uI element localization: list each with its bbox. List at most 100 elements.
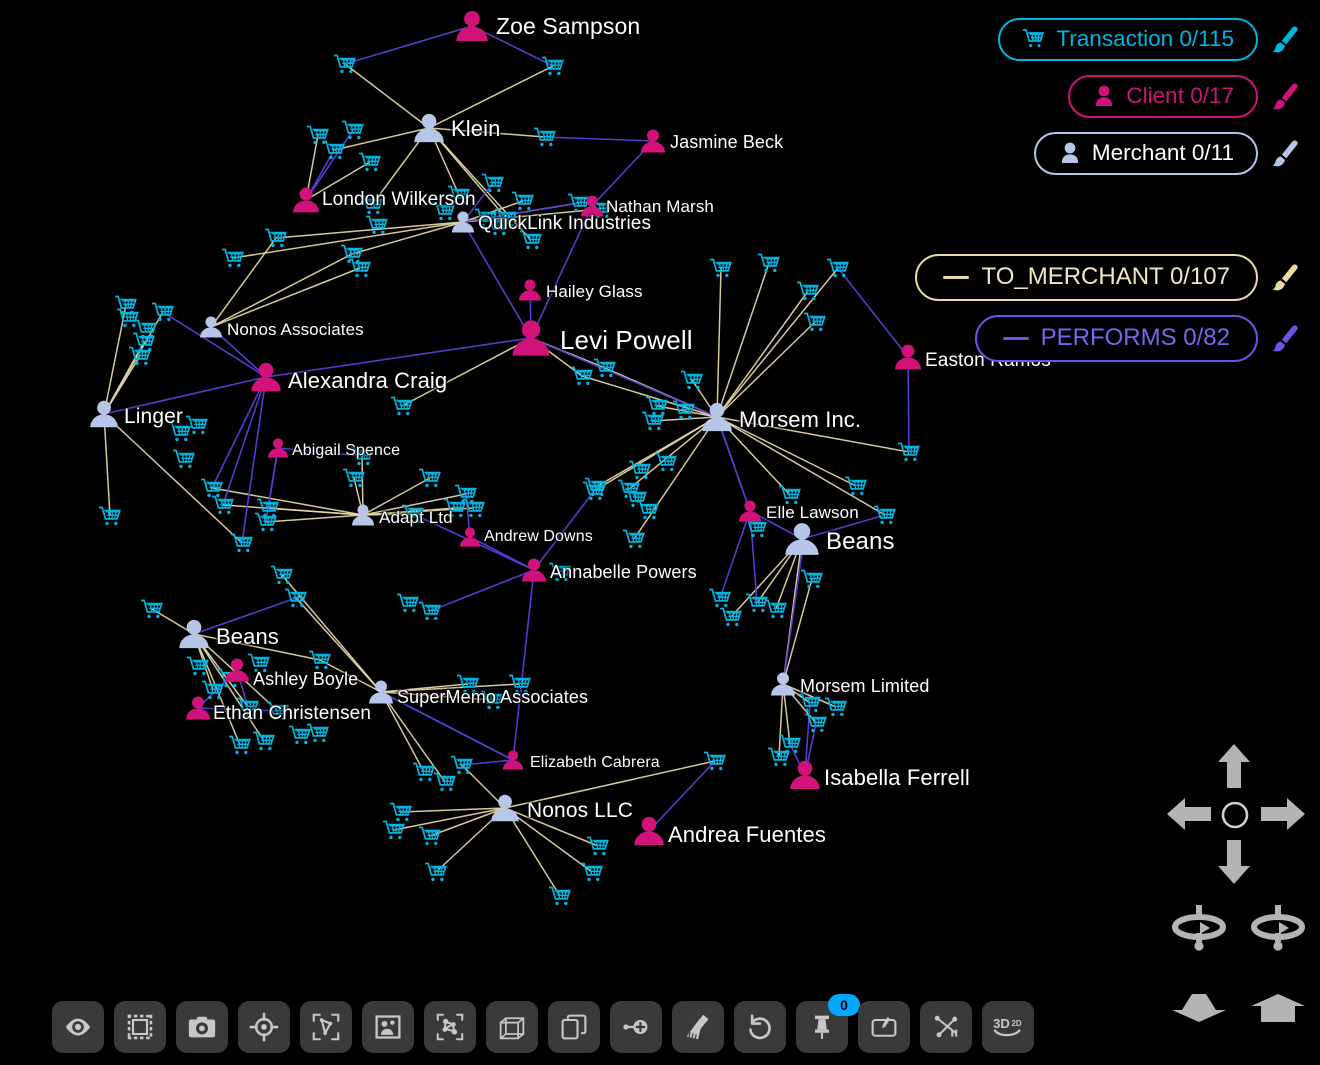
- transaction-node[interactable]: [307, 723, 329, 743]
- transaction-node[interactable]: [673, 400, 695, 420]
- transaction-node[interactable]: [779, 485, 801, 505]
- transaction-node[interactable]: [681, 370, 703, 390]
- transaction-node[interactable]: [434, 772, 456, 792]
- graph-edge[interactable]: [504, 760, 716, 809]
- graph-edge[interactable]: [782, 683, 837, 708]
- pause-layout-button[interactable]: [920, 1001, 972, 1053]
- paintbrush-icon[interactable]: [1268, 261, 1302, 295]
- entity-node-quicklink[interactable]: [451, 211, 475, 233]
- transaction-node[interactable]: [366, 215, 388, 235]
- entity-node-nonosllc[interactable]: [491, 794, 519, 822]
- transaction-node[interactable]: [745, 518, 767, 538]
- graph-edge[interactable]: [656, 405, 718, 418]
- note-button[interactable]: [858, 1001, 910, 1053]
- graph-edge[interactable]: [222, 376, 267, 506]
- entity-node-elizabeth[interactable]: [502, 750, 524, 770]
- transaction-node[interactable]: [581, 862, 603, 882]
- transaction-node[interactable]: [475, 208, 497, 228]
- graph-edge[interactable]: [211, 376, 267, 489]
- graph-edge[interactable]: [504, 807, 599, 847]
- graph-edge[interactable]: [782, 538, 805, 685]
- entity-node-ellel[interactable]: [738, 500, 762, 522]
- graph-edge[interactable]: [462, 202, 580, 223]
- transaction-node[interactable]: [448, 185, 470, 205]
- focus-button[interactable]: [238, 1001, 290, 1053]
- transaction-node[interactable]: [267, 701, 289, 721]
- transaction-node[interactable]: [534, 127, 556, 147]
- transaction-node[interactable]: [173, 449, 195, 469]
- transaction-node[interactable]: [248, 653, 270, 673]
- rotate-right-button[interactable]: [1251, 903, 1305, 953]
- paintbrush-icon[interactable]: [1268, 80, 1302, 114]
- transaction-node[interactable]: [571, 366, 593, 386]
- graph-edge[interactable]: [837, 267, 909, 358]
- image-node-button[interactable]: [362, 1001, 414, 1053]
- graph-edge[interactable]: [275, 221, 464, 239]
- entity-node-andrewd[interactable]: [459, 527, 481, 547]
- pan-down-button[interactable]: [1216, 839, 1252, 885]
- transaction-node[interactable]: [271, 565, 293, 585]
- entity-node-jasmine[interactable]: [641, 129, 665, 153]
- graph-edge[interactable]: [197, 707, 279, 712]
- transaction-node[interactable]: [201, 478, 223, 498]
- transaction-node[interactable]: [655, 452, 677, 472]
- graph-edge[interactable]: [380, 691, 425, 773]
- paintbrush-icon[interactable]: [1268, 137, 1302, 171]
- transaction-node[interactable]: [827, 258, 849, 278]
- transaction-node[interactable]: [512, 191, 534, 211]
- transaction-node[interactable]: [433, 201, 455, 221]
- graph-edge[interactable]: [362, 493, 467, 516]
- transaction-node[interactable]: [413, 762, 435, 782]
- entity-node-easton[interactable]: [895, 344, 921, 370]
- paintbrush-icon[interactable]: [1268, 23, 1302, 57]
- transaction-node[interactable]: [845, 476, 867, 496]
- pan-up-button[interactable]: [1216, 743, 1252, 789]
- transaction-node[interactable]: [481, 690, 503, 710]
- transaction-node[interactable]: [419, 826, 441, 846]
- graph-edge[interactable]: [581, 375, 718, 418]
- duplicate-button[interactable]: [548, 1001, 600, 1053]
- entity-node-nathan[interactable]: [580, 195, 604, 217]
- transaction-node[interactable]: [758, 253, 780, 273]
- transaction-node[interactable]: [349, 258, 371, 278]
- entity-node-ashley[interactable]: [225, 658, 249, 682]
- box-3d-button[interactable]: [486, 1001, 538, 1053]
- transaction-node[interactable]: [710, 258, 732, 278]
- graph-edge[interactable]: [241, 376, 267, 544]
- transaction-node[interactable]: [549, 562, 571, 582]
- transaction-node[interactable]: [265, 228, 287, 248]
- graph-edge[interactable]: [210, 253, 353, 328]
- transaction-node[interactable]: [342, 120, 364, 140]
- entity-node-alexandra[interactable]: [251, 362, 281, 392]
- graph-edge[interactable]: [380, 691, 446, 783]
- graph-edge[interactable]: [344, 63, 430, 129]
- graph-edge[interactable]: [633, 416, 718, 540]
- transaction-node[interactable]: [334, 54, 356, 74]
- transaction-node[interactable]: [285, 588, 307, 608]
- transaction-node[interactable]: [202, 680, 224, 700]
- graph-edge[interactable]: [232, 221, 464, 259]
- transaction-node[interactable]: [135, 319, 157, 339]
- transaction-node[interactable]: [451, 755, 473, 775]
- graph-edge[interactable]: [305, 161, 371, 201]
- graph-edge[interactable]: [210, 267, 361, 328]
- graph-edge[interactable]: [749, 510, 758, 604]
- transaction-node[interactable]: [359, 152, 381, 172]
- graph-edge[interactable]: [716, 262, 770, 418]
- transaction-node[interactable]: [549, 886, 571, 906]
- transaction-node[interactable]: [141, 599, 163, 619]
- entity-node-beansL[interactable]: [179, 619, 209, 649]
- transaction-node[interactable]: [874, 505, 896, 525]
- graph-edge[interactable]: [193, 597, 297, 635]
- transaction-node[interactable]: [187, 656, 209, 676]
- graph-edge[interactable]: [716, 416, 910, 453]
- transaction-node[interactable]: [779, 734, 801, 754]
- transaction-node[interactable]: [255, 512, 277, 532]
- pin-button[interactable]: 0: [796, 994, 860, 1053]
- graph-edge[interactable]: [193, 633, 321, 661]
- transaction-node[interactable]: [799, 693, 821, 713]
- entity-node-adapt[interactable]: [351, 504, 375, 526]
- graph-edge[interactable]: [103, 413, 111, 517]
- transaction-node[interactable]: [583, 481, 605, 501]
- transaction-node[interactable]: [253, 731, 275, 751]
